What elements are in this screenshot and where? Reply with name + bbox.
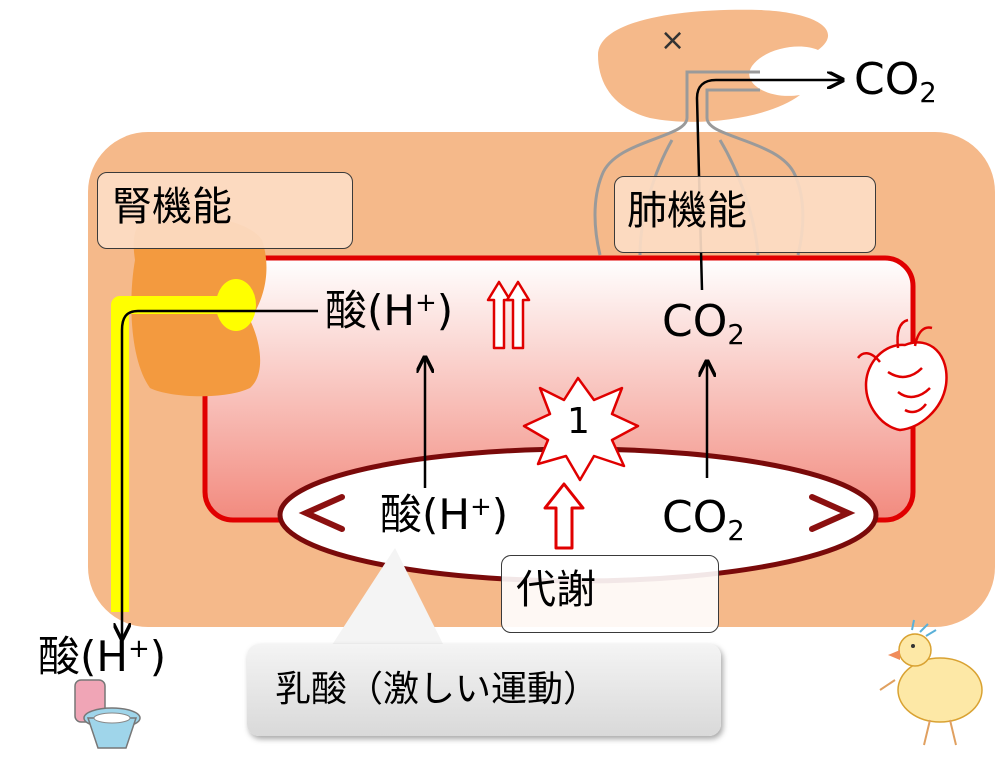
exhalation-arrow	[695, 80, 842, 291]
co2-label-blood: CO2	[662, 296, 745, 351]
excretion-arrow	[122, 309, 318, 638]
heart-icon	[856, 318, 948, 432]
urine-channel	[111, 296, 236, 612]
toilet-icon	[74, 679, 141, 749]
hollow-up-arrow-icon	[543, 482, 585, 550]
lung-function-label: 肺機能	[627, 188, 747, 234]
lactic-acid-callout: 乳酸（激しい運動）	[247, 644, 721, 736]
acid-label-urine: 酸(H+)	[38, 632, 167, 681]
badge-number: 1	[567, 401, 590, 442]
double-up-arrow-icon	[486, 280, 531, 350]
explosion-badge-icon	[522, 376, 640, 482]
cross-mark: ×	[660, 23, 686, 58]
lung-head	[598, 9, 829, 122]
kidney-function-box: 腎機能	[97, 172, 353, 249]
lung-function-box: 肺機能	[614, 176, 876, 253]
kidney-function-label: 腎機能	[112, 184, 232, 230]
acid-label-blood: 酸(H+)	[325, 286, 454, 335]
metabolism-box: 代謝	[501, 555, 719, 633]
metabolism-ring-marks	[298, 494, 856, 532]
acid-label-metabolism: 酸(H+)	[380, 490, 509, 539]
metabolism-label: 代謝	[516, 567, 596, 613]
co2-label-metabolism: CO2	[662, 492, 745, 547]
chick-icon	[879, 619, 983, 746]
co2-label-exhaled: CO2	[854, 54, 937, 109]
lactic-acid-label: 乳酸（激しい運動）	[275, 669, 600, 710]
